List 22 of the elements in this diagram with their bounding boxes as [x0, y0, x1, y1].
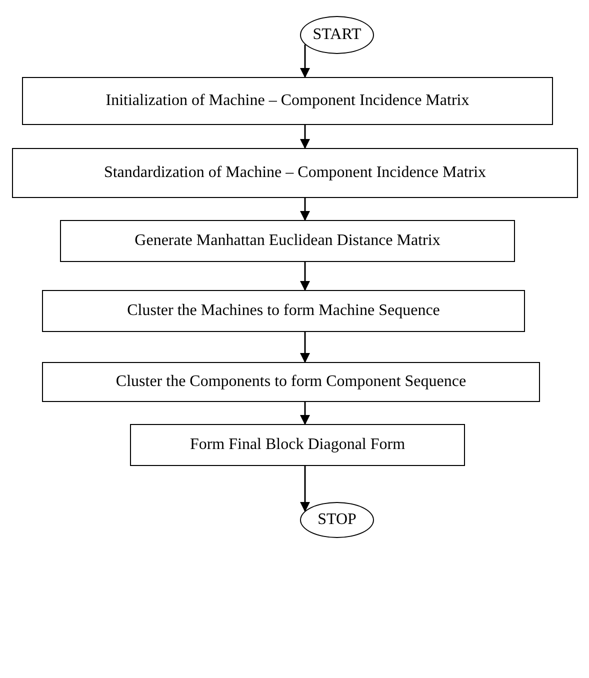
- arrow: [300, 44, 310, 78]
- process-box: [130, 424, 465, 466]
- arrow: [300, 198, 310, 221]
- arrow: [300, 466, 310, 512]
- node-text: Initialization of Machine – Component Incidence Matrix: [106, 91, 470, 111]
- terminal-oval: [300, 502, 374, 538]
- arrow: [300, 125, 310, 149]
- arrow: [300, 332, 310, 363]
- process-box: [12, 148, 578, 198]
- node-text: Standardization of Machine – Component Incidence Matrix: [104, 163, 486, 183]
- process-box: [22, 77, 553, 125]
- process-box: [42, 290, 525, 332]
- process-box: [60, 220, 515, 262]
- node-text: Cluster the Machines to form Machine Sequence: [127, 301, 440, 321]
- node-text: STOP: [318, 510, 356, 530]
- node-text: Generate Manhattan Euclidean Distance Matrix: [134, 231, 440, 251]
- arrow: [300, 262, 310, 291]
- arrow: [300, 402, 310, 425]
- process-box: [42, 362, 540, 402]
- node-text: START: [312, 25, 362, 45]
- node-text: Form Final Block Diagonal Form: [190, 435, 406, 455]
- node-text: Cluster the Components to form Component Sequence: [116, 372, 466, 392]
